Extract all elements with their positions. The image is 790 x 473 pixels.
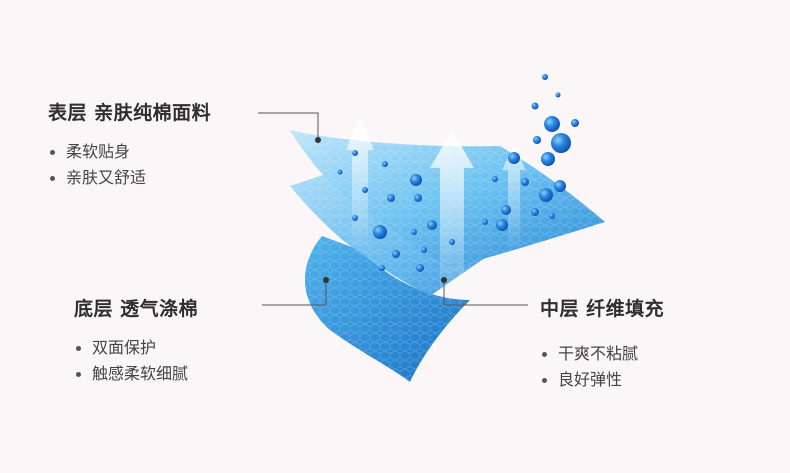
bottom-fabric-layer <box>304 236 470 382</box>
top-layer-title: 表层 亲肤纯棉面料 <box>48 102 212 124</box>
list-item: 亲肤又舒适 <box>48 165 211 191</box>
middle-layer-bullets: 干爽不粘腻 良好弹性 <box>540 341 664 393</box>
list-item: 良好弹性 <box>540 367 664 393</box>
bottom-layer-bullets: 双面保护 触感柔软细腻 <box>74 335 198 387</box>
list-item: 触感柔软细腻 <box>74 361 198 387</box>
bottom-layer-title: 底层 透气涤棉 <box>74 298 199 320</box>
bottom-layer-info: 底层 透气涤棉 双面保护 触感柔软细腻 <box>74 294 198 387</box>
top-layer-info: 表层 亲肤纯棉面料 柔软贴身 亲肤又舒适 <box>48 98 211 191</box>
middle-layer-info: 中层 纤维填充 干爽不粘腻 良好弹性 <box>540 294 664 393</box>
leader-dots <box>315 137 447 283</box>
moisture-bubbles <box>337 74 579 272</box>
list-item: 柔软贴身 <box>48 139 211 165</box>
top-layer-bullets: 柔软贴身 亲肤又舒适 <box>48 139 211 191</box>
list-item: 双面保护 <box>74 335 198 361</box>
airflow-arrows <box>346 116 526 310</box>
list-item: 干爽不粘腻 <box>540 341 664 367</box>
leader-lines <box>258 112 528 306</box>
middle-layer-title: 中层 纤维填充 <box>540 298 665 320</box>
